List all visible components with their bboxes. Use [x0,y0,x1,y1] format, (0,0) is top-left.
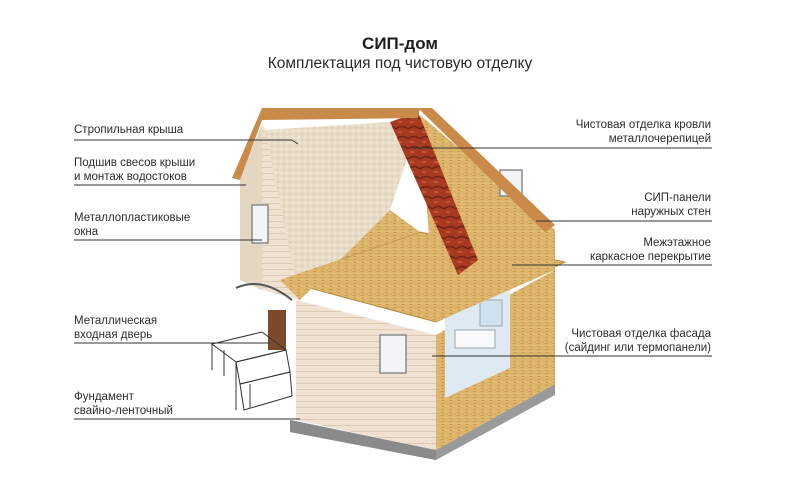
entrance-canopy [235,283,293,301]
rafter-roof [232,108,420,180]
entrance-door [268,310,286,350]
leader-lines [74,139,712,420]
attic-interior [265,120,420,300]
diagram-subtitle: Комплектация под чистовую отделку [267,55,533,72]
diagram-title: СИП-дом [362,34,438,53]
label-facade-finish: Чистовая отделка фасада(сайдинг или терм… [564,328,711,354]
front-window [379,334,407,374]
entrance-stairs [210,331,293,411]
upper-window [251,204,269,244]
roof-tiles [390,112,478,275]
label-rafter-roof: Стропильная крыша [74,124,184,136]
upper-gable-wall [240,125,262,290]
right-gable-wall [420,115,555,322]
